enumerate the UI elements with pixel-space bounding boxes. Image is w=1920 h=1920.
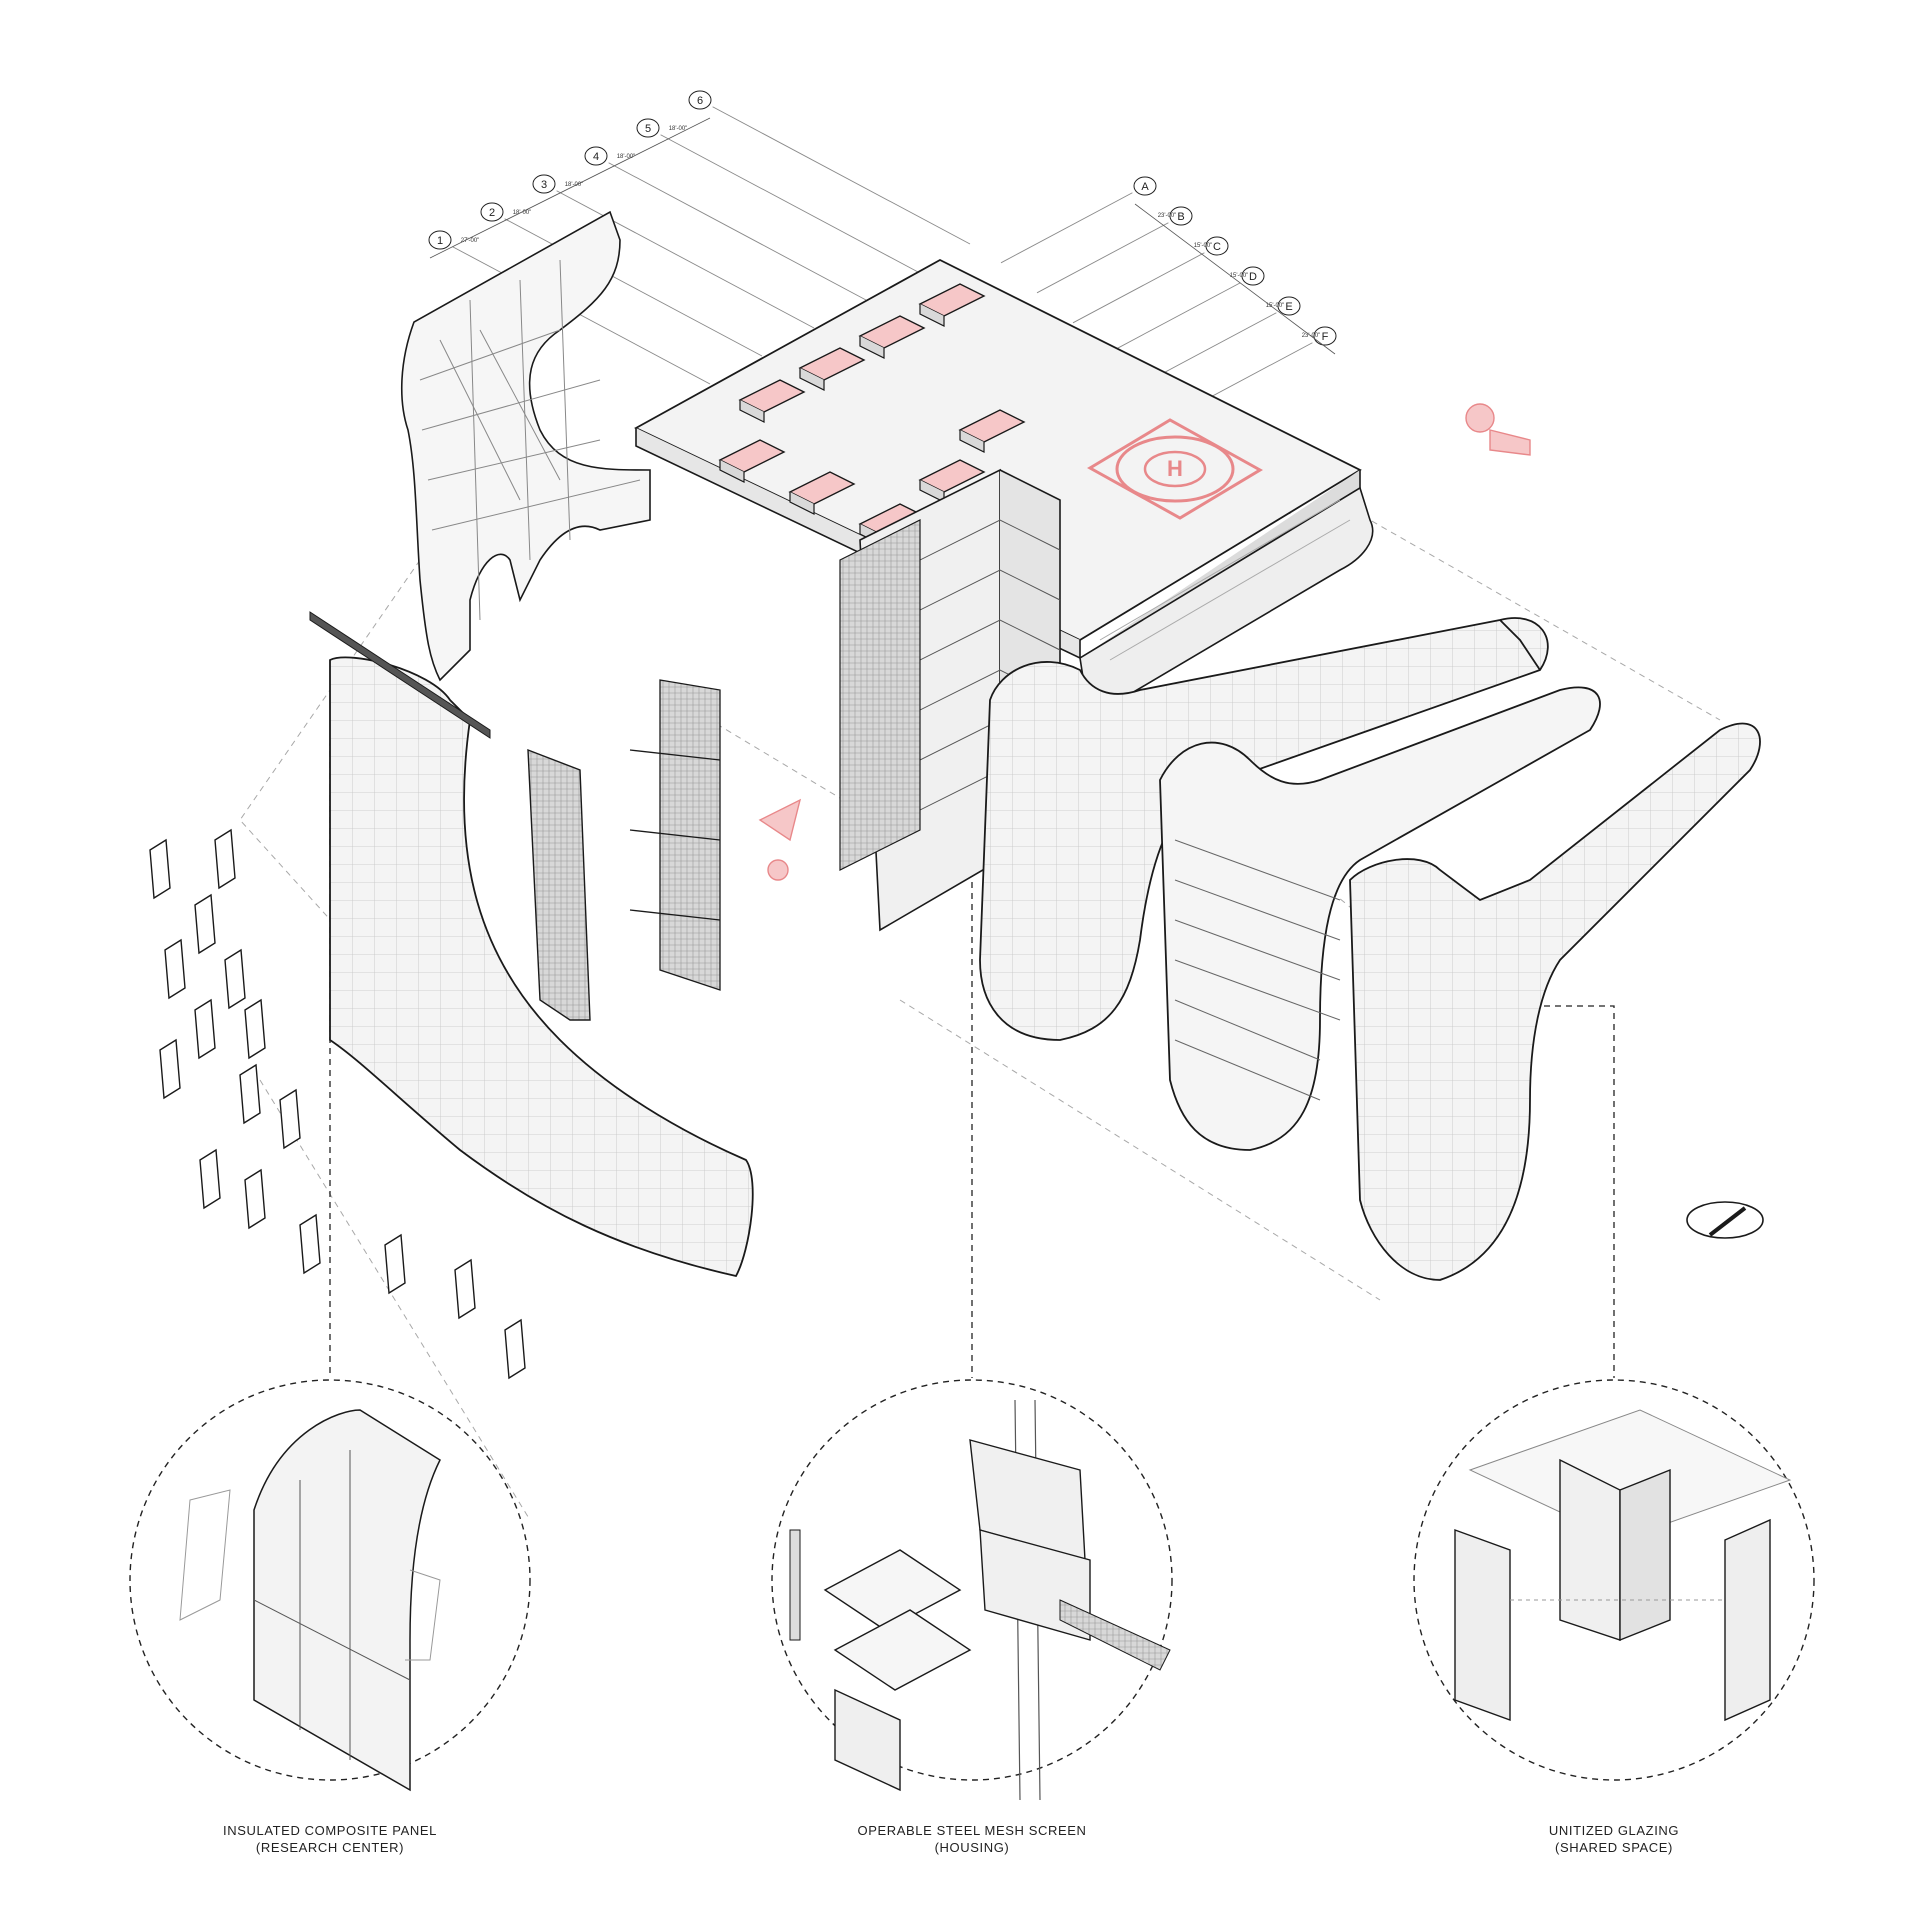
numbered-grid-bubble [532,174,556,194]
facade-panel [279,1088,301,1150]
room-wall [799,368,825,391]
room-wall [719,460,745,483]
numbered-grid-label: 4 [593,151,599,163]
valve-icon [1465,403,1495,433]
numbered-grid-dimension: 18'-00" [617,154,636,160]
detail-circle-unitized-glazing [1413,1379,1815,1781]
numbered-grid-gridline [660,134,919,273]
numbered-grid-label: 1 [437,235,443,247]
facade-panel [244,1168,266,1230]
structural-grid-lettered: AB23'-00"C15'-00"D15'-00"E15'-00"F23'-00… [1000,176,1337,414]
numbered-grid-gridline [608,162,867,301]
helipad-symbol: H [1167,456,1183,481]
numbered-grid-bubble [584,146,608,166]
room-wall [959,430,985,453]
facade-panel [239,1063,261,1125]
room-grid [718,283,1026,547]
caption-unitized-glazing: UNITIZED GLAZING (SHARED SPACE) [1404,1822,1824,1856]
lettered-grid-dimension-line [1134,203,1336,355]
numbered-grid-dimension: 27'-00" [461,238,480,244]
caption-mesh-screen: OPERABLE STEEL MESH SCREEN (HOUSING) [762,1822,1182,1856]
lettered-grid-dimension: 15'-00" [1230,273,1249,279]
numbered-grid-bubble [688,90,712,110]
facade-panel [164,938,186,1000]
facade-panel [194,893,216,955]
lettered-grid-bubble [1133,176,1157,196]
caption-title: INSULATED COMPOSITE PANEL [223,1823,437,1838]
lettered-grid-bubble [1313,326,1337,346]
facade-panel [159,1038,181,1100]
lettered-grid-bubble [1205,236,1229,256]
facade-panel [214,828,236,890]
caption-composite-panel: INSULATED COMPOSITE PANEL (RESEARCH CENT… [120,1822,540,1856]
lettered-grid-dimension: 15'-00" [1194,243,1213,249]
numbered-grid-label: 6 [697,95,703,107]
lettered-grid-bubble [1277,296,1301,316]
room-wall [789,492,815,515]
lettered-grid-bubble [1241,266,1265,286]
facade-panel [384,1233,406,1295]
facade-panel [454,1258,476,1320]
numbered-grid-label: 5 [645,123,651,135]
numbered-grid-bubble [480,202,504,222]
numbered-grid-gridline [452,246,711,385]
lettered-grid-gridline [1036,222,1169,294]
room-wall [859,336,885,359]
caption-subtitle: (SHARED SPACE) [1555,1840,1673,1855]
lettered-grid-bubble [1169,206,1193,226]
facade-panel [504,1318,526,1380]
lettered-grid-label: C [1213,241,1221,253]
facade-panel [244,998,266,1060]
numbered-grid-bubble [428,230,452,250]
numbered-grid-dimension: 18'-00" [669,126,688,132]
shared-space-shell-3 [1349,722,1761,1281]
numbered-grid-dimension: 18'-00" [513,210,532,216]
facade-panel [194,998,216,1060]
facade-panel [149,838,171,900]
structural-grid-numbered: 1 2 27'-00" 3 18'-00" 4 18'-00" 5 18'-00" 6 18'-00… [428,90,971,385]
room-wall [919,480,945,503]
helipad: H [1087,418,1263,520]
lettered-grid-gridline [1144,312,1277,384]
caption-subtitle: (RESEARCH CENTER) [255,1840,405,1855]
numbered-grid-dimension: 18'-00" [565,182,584,188]
balcony-frame [629,679,721,991]
scattered-facade-panels [149,828,526,1380]
numbered-grid-dimension-line [429,117,711,259]
facade-panel [224,948,246,1010]
numbered-grid-bubble [636,118,660,138]
steel-mesh-screen-strip [527,748,591,1021]
shared-space-shell-2 [1159,686,1601,1151]
frame-bracing [419,259,641,621]
caption-title: UNITIZED GLAZING [1548,1823,1680,1838]
room-wall [919,304,945,327]
research-center-panel [309,611,754,1278]
bicycle-icon [767,859,789,881]
lettered-grid-gridline [1072,252,1205,324]
facade-panel [299,1213,321,1275]
facade-panel [199,1148,221,1210]
lettered-grid-label: B [1177,211,1184,223]
room-wall [739,400,765,423]
lettered-grid-label: F [1322,331,1329,343]
numbered-grid-gridline [556,190,815,329]
numbered-grid-gridline [712,106,971,245]
detail-circle-composite-panel [129,1379,531,1792]
lettered-grid-label: A [1141,181,1149,193]
caption-subtitle: (HOUSING) [934,1840,1010,1855]
lettered-grid-dimension: 15'-00" [1266,303,1285,309]
numbered-grid-label: 2 [489,207,495,219]
detail-circle-mesh-screen [771,1379,1173,1801]
red-accent-elements [758,403,1531,881]
lettered-grid-dimension: 23'-00" [1158,213,1177,219]
numbered-grid-gridline [504,218,763,357]
lettered-grid-label: E [1285,301,1292,313]
numbered-grid-label: 3 [541,179,547,191]
lettered-grid-gridline [1108,282,1241,354]
caption-title: OPERABLE STEEL MESH SCREEN [857,1823,1087,1838]
lettered-grid-gridline [1000,192,1133,264]
north-arrow-icon [1686,1201,1764,1239]
lettered-grid-label: D [1249,271,1257,283]
